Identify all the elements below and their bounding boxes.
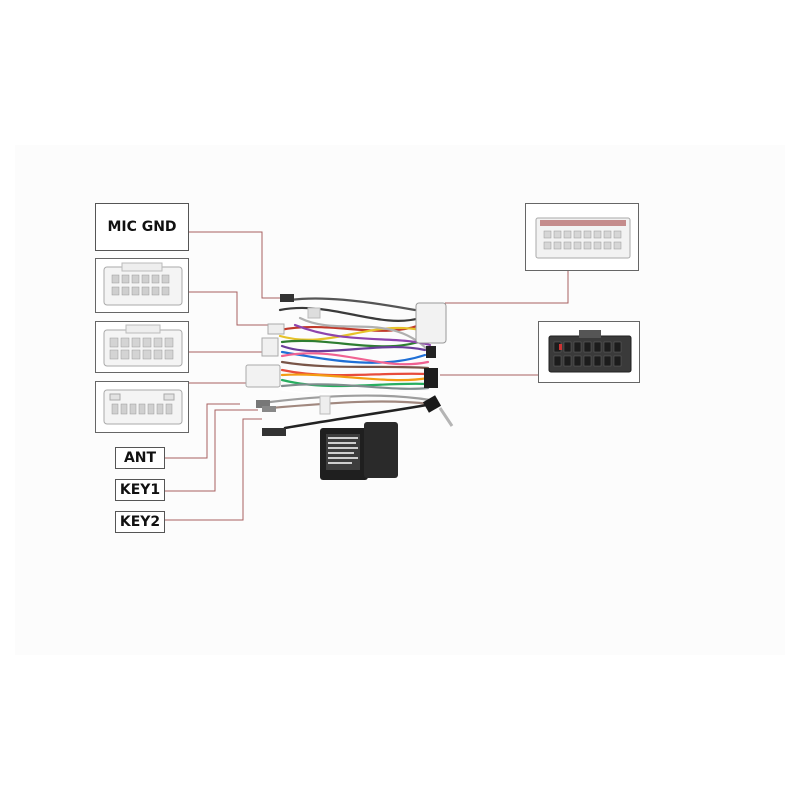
canbus-module-icon	[320, 422, 398, 480]
black-connector-20pin-icon	[548, 330, 632, 373]
connector-thumb-white-20pin	[95, 258, 189, 313]
harness-connectors	[245, 294, 447, 436]
white-connector-24pin-icon	[535, 217, 631, 259]
key1-label: KEY1	[115, 479, 165, 501]
white-connector-16pin-icon	[103, 324, 183, 367]
connector-thumb-white-12pin	[95, 381, 189, 433]
wire-bundle	[268, 297, 434, 430]
leader-lines	[165, 231, 569, 521]
connector-thumb-white-16pin	[95, 321, 189, 373]
leader-line-mic-gnd	[189, 231, 280, 299]
leader-line-key1	[165, 409, 258, 492]
leader-line-ant	[165, 403, 240, 459]
audio-jack-icon	[422, 395, 454, 427]
leader-line-connector-20pin	[189, 291, 268, 326]
white-connector-20pin-icon	[103, 262, 183, 306]
connector-thumb-black-20pin-right	[538, 321, 640, 383]
leader-line-right-white	[445, 271, 569, 304]
leader-line-key2	[165, 418, 262, 521]
white-connector-12pin-icon	[103, 389, 183, 425]
mic-gnd-label: MIC GND	[95, 203, 189, 251]
key2-label: KEY2	[115, 511, 165, 533]
connector-thumb-white-24pin-right	[525, 203, 639, 271]
ant-label: ANT	[115, 447, 165, 469]
